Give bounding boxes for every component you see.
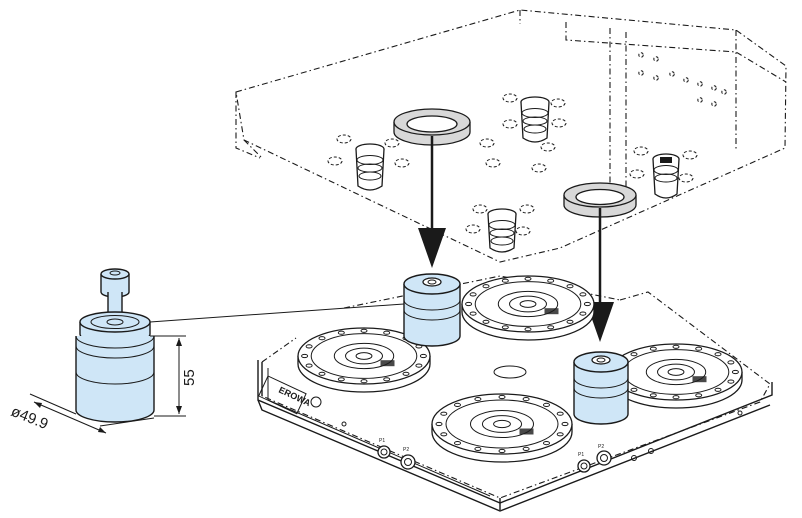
chuck-icon	[297, 327, 431, 393]
underside-holes	[327, 93, 698, 236]
chuck-icon	[431, 393, 573, 463]
chuck-icon	[609, 343, 743, 409]
brand-logo-icon	[310, 396, 322, 408]
clamping-ring-right	[563, 182, 637, 218]
down-arrow-icon	[418, 136, 446, 268]
detail-pallet-holder	[75, 268, 405, 423]
spigot-1	[355, 143, 385, 191]
svg-text:P2: P2	[598, 444, 604, 450]
height-dimension: 55	[150, 335, 198, 417]
pallet-plate	[235, 9, 787, 263]
chuck-icon	[461, 275, 595, 341]
port-connector: P1 P2	[577, 444, 612, 473]
clamping-ring-left	[393, 108, 471, 146]
diameter-label: ø49.9	[9, 403, 51, 433]
port-connector: P1 P2	[377, 438, 416, 470]
pallet-holder-left	[403, 273, 461, 347]
edge-holes	[638, 52, 727, 107]
pallet-holder-right	[573, 351, 629, 425]
spigot-4	[652, 153, 680, 199]
spigot-2	[520, 96, 550, 143]
svg-text:P2: P2	[403, 447, 409, 453]
height-label: 55	[181, 369, 198, 386]
svg-text:P1: P1	[578, 452, 584, 458]
svg-text:P1: P1	[379, 438, 385, 444]
brand-plate	[258, 375, 307, 415]
spigot-3	[487, 208, 517, 253]
